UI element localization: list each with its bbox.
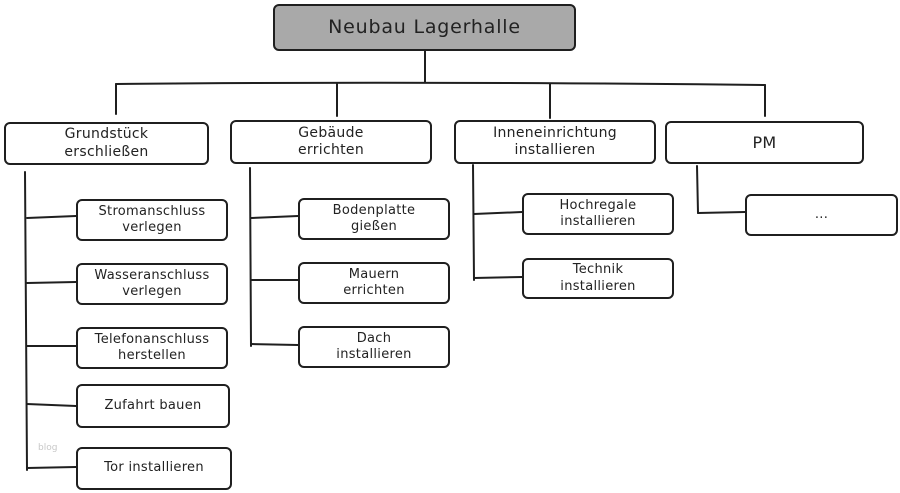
connector-tick-1-1: [26, 215, 77, 219]
task-node-hochregale[interactable]: Hochregale installieren: [522, 193, 674, 235]
watermark-text: blog: [38, 443, 58, 453]
branch-node-pm[interactable]: PM: [665, 121, 864, 164]
task-node-wasseranschluss[interactable]: Wasseranschluss verlegen: [76, 263, 228, 305]
connector-tick-4-1: [697, 211, 746, 214]
task-node-technik[interactable]: Technik installieren: [522, 258, 674, 299]
connector-spine-4: [696, 165, 699, 214]
connector-tick-2-3: [250, 343, 299, 346]
task-node-zufahrt[interactable]: Zufahrt bauen: [76, 384, 230, 428]
task-node-ellipsis[interactable]: ...: [745, 194, 898, 236]
connector-tick-1-5: [26, 466, 77, 469]
connector-tick-2-1: [250, 215, 299, 219]
branch-node-grundstueck[interactable]: Grundstück erschließen: [4, 122, 209, 165]
connector-tick-1-2: [26, 281, 77, 284]
branch-node-inneneinrichtung[interactable]: Inneneinrichtung installieren: [454, 120, 656, 164]
root-node[interactable]: Neubau Lagerhalle: [273, 4, 576, 51]
connector-spine-3: [472, 164, 475, 281]
task-node-bodenplatte[interactable]: Bodenplatte gießen: [298, 198, 450, 240]
task-node-mauern[interactable]: Mauern errichten: [298, 262, 450, 304]
connector-spine-2: [249, 167, 252, 347]
task-node-telefonanschluss[interactable]: Telefonanschluss herstellen: [76, 327, 228, 369]
task-node-dach[interactable]: Dach installieren: [298, 326, 450, 368]
branch-node-gebaeude[interactable]: Gebäude errichten: [230, 120, 432, 164]
task-node-stromanschluss[interactable]: Stromanschluss verlegen: [76, 199, 228, 241]
connector-tick-1-4: [26, 403, 77, 407]
connector-tick-3-2: [473, 276, 523, 279]
task-node-tor[interactable]: Tor installieren: [76, 447, 232, 490]
connector-spine-1: [24, 171, 28, 471]
connector-bus: [115, 81, 766, 86]
connector-tick-3-1: [473, 211, 523, 215]
